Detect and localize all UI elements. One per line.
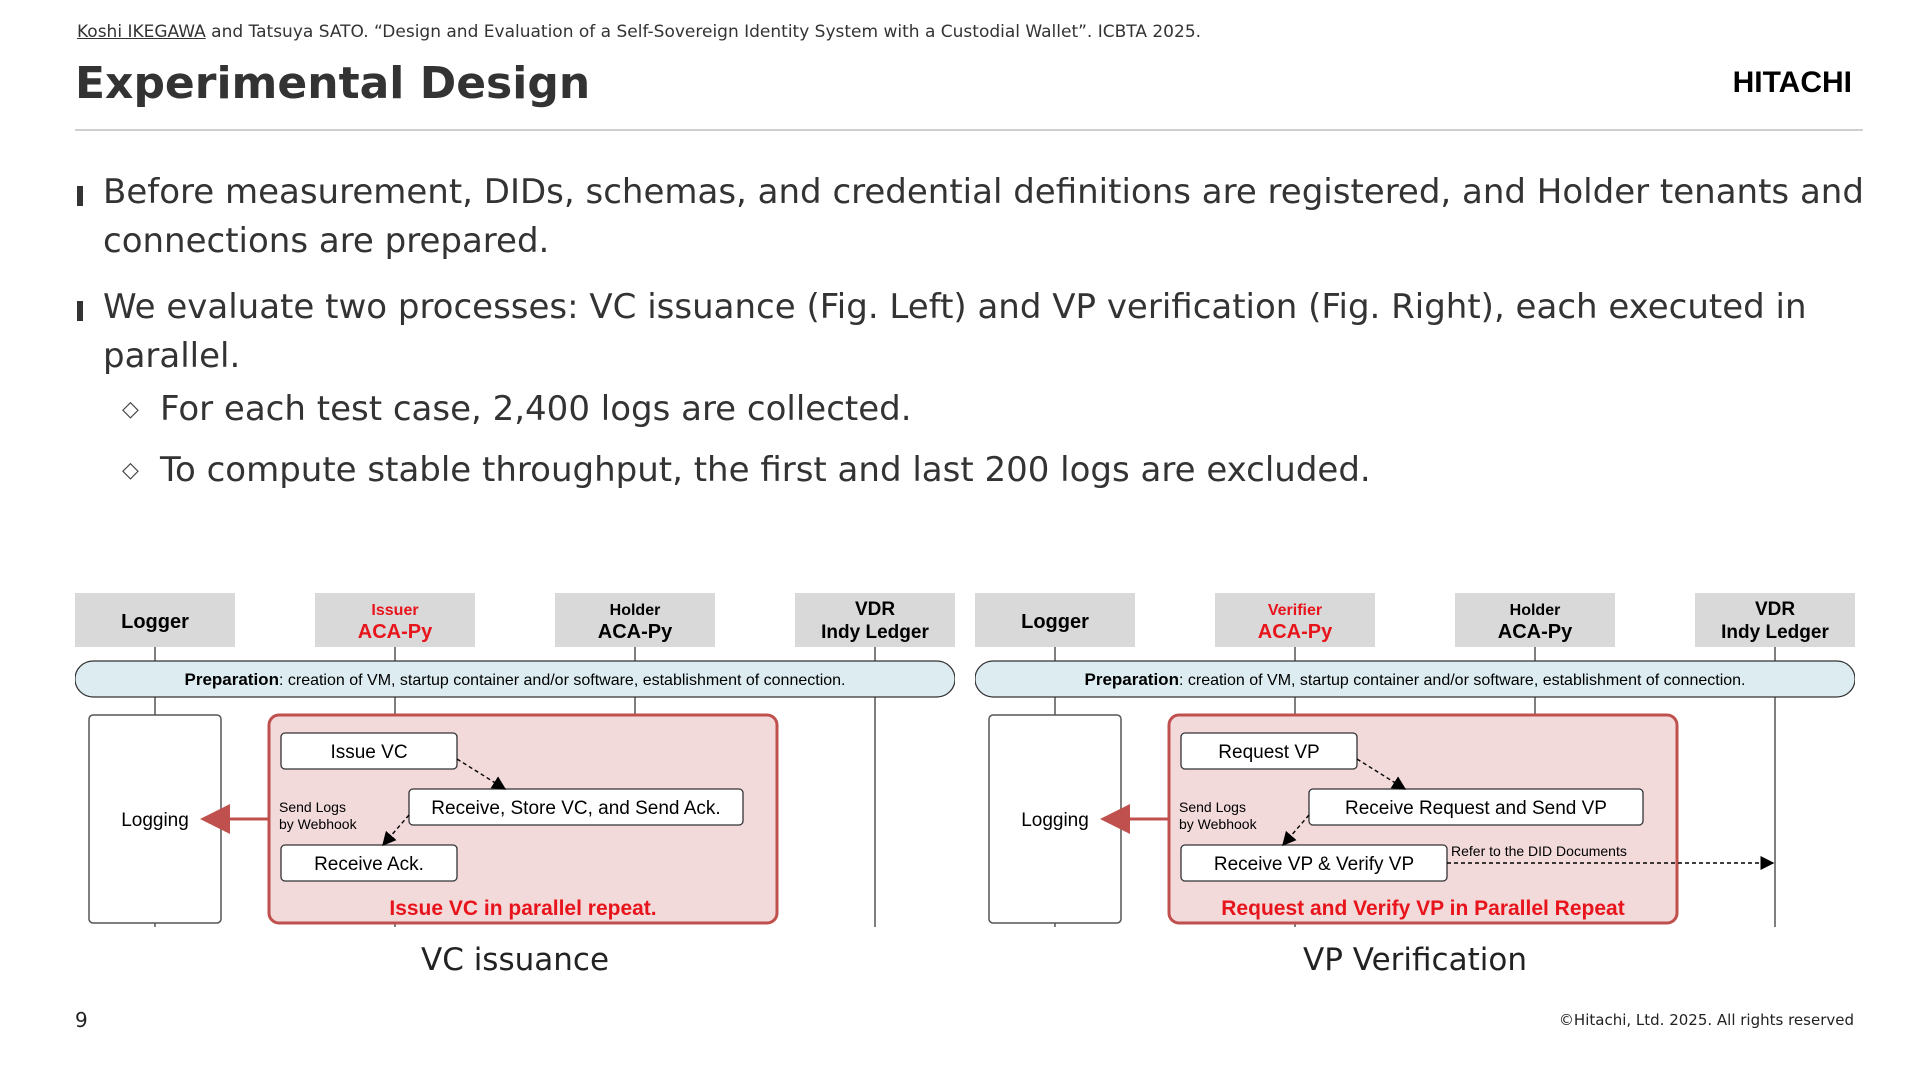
bullet-text: Before measurement, DIDs, schemas, and c…	[103, 172, 1864, 261]
hitachi-logo: HITACHI	[1732, 66, 1852, 99]
sub-bullet-item: ◇ To compute stable throughput, the firs…	[75, 446, 1865, 495]
preparation-bar	[975, 660, 1855, 698]
holder-acapy-label: ACA-Py	[1498, 621, 1573, 643]
verifier-acapy-label: ACA-Py	[1258, 621, 1333, 643]
webhook-label-1: Send Logs	[279, 799, 346, 815]
logger-header	[75, 593, 235, 647]
vdr-header	[1695, 593, 1855, 647]
sub-bullet-text: To compute stable throughput, the first …	[160, 450, 1371, 490]
holder-header	[555, 593, 715, 647]
vp-verification-diagram: Logger Verifier ACA-Py Holder ACA-Py VDR…	[975, 593, 1855, 953]
bullet-list: Before measurement, DIDs, schemas, and c…	[75, 168, 1865, 507]
vc-issuance-diagram: Logger Issuer ACA-Py Holder ACA-Py VDR I…	[75, 593, 955, 953]
step-receive-store-label: Receive, Store VC, and Send Ack.	[431, 798, 720, 819]
bullet-marker	[77, 186, 83, 206]
vdr-label: VDR	[1755, 599, 1795, 620]
step-request-vp	[1180, 732, 1358, 770]
step-verify-vp-label: Receive VP & Verify VP	[1214, 854, 1414, 875]
preparation-bold: Preparation	[184, 670, 278, 689]
step-receive-request	[1308, 788, 1644, 826]
message-request-arrow	[1356, 758, 1407, 790]
logging-label: Logging	[121, 810, 189, 831]
title-divider	[75, 129, 1863, 131]
bullet-item: We evaluate two processes: VC issuance (…	[75, 283, 1865, 381]
bullet-marker	[77, 301, 83, 321]
citation: Koshi IKEGAWA and Tatsuya SATO. “Design …	[77, 22, 1201, 42]
preparation-text: Preparation: creation of VM, startup con…	[1084, 670, 1745, 689]
verifier-header	[1215, 593, 1375, 647]
caption-vc-issuance: VC issuance	[420, 942, 610, 978]
vdr-header	[795, 593, 955, 647]
citation-author-link[interactable]: Koshi IKEGAWA	[77, 22, 206, 42]
webhook-label-1: Send Logs	[1179, 799, 1246, 815]
holder-acapy-label: ACA-Py	[598, 621, 673, 643]
message-issue-arrow	[456, 758, 507, 790]
verifier-label: Verifier	[1268, 602, 1322, 619]
step-request-vp-label: Request VP	[1218, 742, 1319, 763]
step-receive-ack	[280, 844, 458, 882]
bullet-item: Before measurement, DIDs, schemas, and c…	[75, 168, 1865, 266]
preparation-desc: : creation of VM, startup container and/…	[1179, 672, 1746, 689]
step-receive-ack-label: Receive Ack.	[314, 854, 424, 875]
bullet-text: We evaluate two processes: VC issuance (…	[103, 287, 1807, 376]
preparation-text: Preparation: creation of VM, startup con…	[184, 670, 845, 689]
citation-text: and Tatsuya SATO. “Design and Evaluation…	[205, 22, 1202, 42]
issuer-acapy-label: ACA-Py	[358, 621, 433, 643]
copyright: ©Hitachi, Ltd. 2025. All rights reserved	[1558, 1011, 1854, 1029]
indy-ledger-label: Indy Ledger	[1721, 622, 1829, 643]
preparation-desc: : creation of VM, startup container and/…	[279, 672, 846, 689]
preparation-bar	[75, 660, 955, 698]
caption-vp-verification: VP Verification	[1303, 942, 1527, 978]
sub-bullet-item: ◇ For each test case, 2,400 logs are col…	[75, 385, 1865, 434]
holder-header	[1455, 593, 1615, 647]
loop-label: Request and Verify VP in Parallel Repeat	[1221, 897, 1624, 920]
step-issue-vc	[280, 732, 458, 770]
webhook-label-2: by Webhook	[279, 816, 358, 832]
loop-label: Issue VC in parallel repeat.	[389, 897, 656, 920]
did-document-note: Refer to the DID Documents	[1451, 843, 1627, 859]
sub-bullet-text: For each test case, 2,400 logs are colle…	[160, 389, 912, 429]
step-receive-request-label: Receive Request and Send VP	[1345, 798, 1607, 819]
logger-label: Logger	[1021, 611, 1089, 633]
page-title: Experimental Design	[75, 58, 591, 109]
page-number: 9	[75, 1008, 88, 1032]
indy-ledger-label: Indy Ledger	[821, 622, 929, 643]
diamond-icon: ◇	[122, 458, 139, 483]
issuer-label: Issuer	[371, 602, 418, 619]
step-receive-store	[408, 788, 744, 826]
webhook-label-2: by Webhook	[1179, 816, 1258, 832]
holder-label: Holder	[1510, 602, 1561, 619]
vdr-label: VDR	[855, 599, 895, 620]
diamond-icon: ◇	[122, 397, 139, 422]
logger-label: Logger	[121, 611, 189, 633]
logger-header	[975, 593, 1135, 647]
issuer-header	[315, 593, 475, 647]
preparation-bold: Preparation	[1084, 670, 1178, 689]
step-issue-vc-label: Issue VC	[330, 742, 407, 763]
holder-label: Holder	[610, 602, 661, 619]
logging-label: Logging	[1021, 810, 1089, 831]
